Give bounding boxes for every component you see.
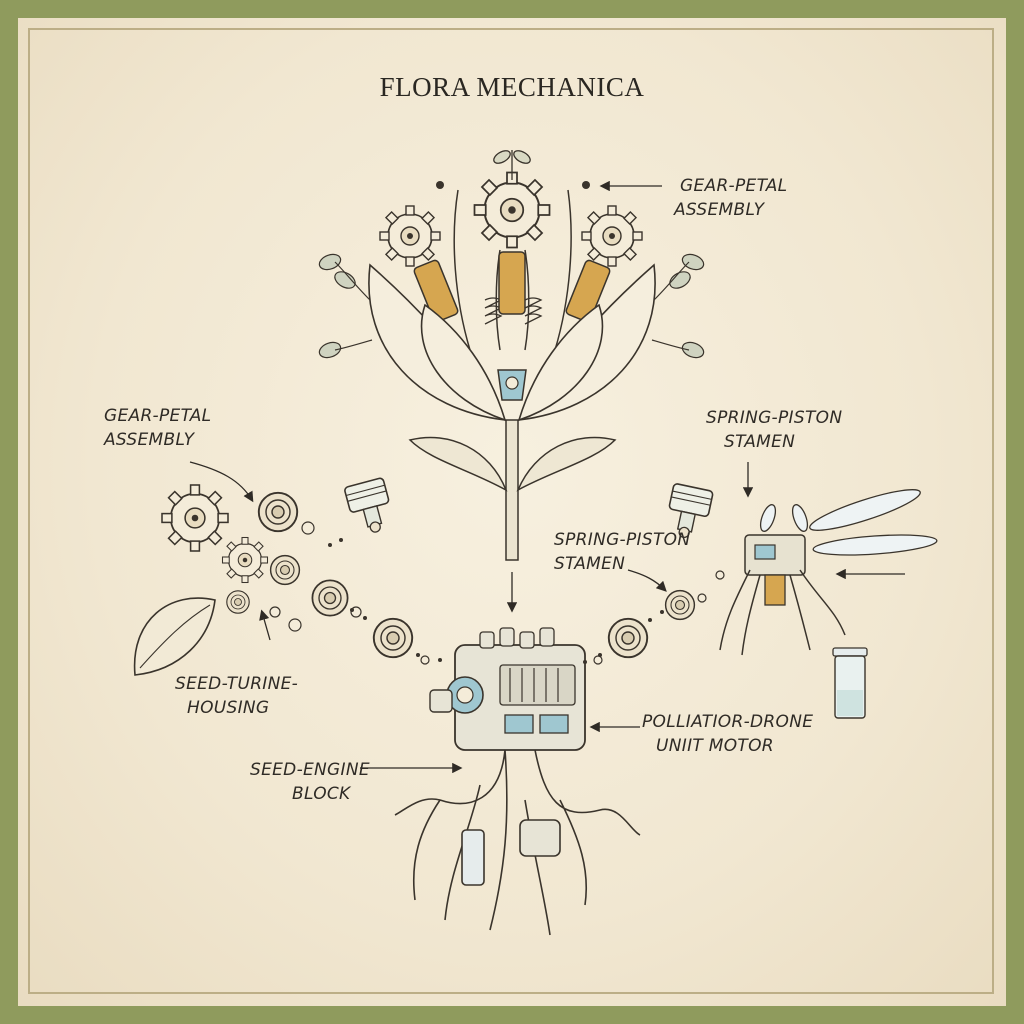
bearing-icon (372, 617, 414, 659)
label-line: SEED-TURINE- (175, 674, 299, 694)
leaf-icon (133, 597, 216, 676)
label-seed-engine-block: SEED-ENGINE BLOCK (250, 758, 370, 806)
drone-icon (719, 489, 938, 656)
inner-border (28, 28, 994, 994)
label-line: BLOCK (292, 784, 351, 804)
diagram-title: FLORA MECHANICA (379, 72, 645, 102)
gear-icon (379, 205, 441, 267)
label-line: SPRING-PISTON (554, 530, 691, 550)
gear-icon (473, 171, 551, 249)
bearing-icon (664, 589, 696, 621)
label-line: ASSEMBLY (674, 200, 765, 220)
label-line: UNIIT MOTOR (656, 736, 774, 756)
label-pollinator-drone-unit-motor: POLLIATIOR-DRONE UNIIT MOTOR (642, 710, 813, 758)
label-line: HOUSING (187, 698, 270, 718)
bearing-icon (269, 554, 301, 586)
label-line: ASSEMBLY (104, 430, 195, 450)
bearing-icon (607, 617, 649, 659)
label-line: SPRING-PISTON (706, 408, 843, 428)
label-line: GEAR-PETAL (680, 176, 788, 196)
label-line: GEAR-PETAL (104, 406, 212, 426)
bearing-icon (226, 590, 250, 614)
gear-icon (221, 536, 269, 584)
bearing-icon (257, 491, 299, 533)
gear-icon (581, 205, 643, 267)
flower-assembly (318, 150, 705, 561)
label-seed-turbine-housing: SEED-TURINE- HOUSING (175, 672, 298, 720)
label-spring-piston-stamen-center: SPRING-PISTON STAMEN (554, 528, 690, 576)
left-exploded-parts (133, 476, 430, 676)
label-gear-petal-assembly-left: GEAR-PETAL ASSEMBLY (104, 404, 211, 452)
piston-icon (343, 476, 397, 538)
label-gear-petal-assembly-top: GEAR-PETAL ASSEMBLY (674, 174, 788, 222)
label-line: POLLIATIOR-DRONE (642, 712, 814, 732)
label-spring-piston-stamen-right: SPRING-PISTON STAMEN (706, 406, 842, 454)
right-exploded-parts (593, 482, 938, 719)
jar-icon (832, 647, 868, 719)
label-line: STAMEN (724, 432, 796, 452)
gear-icon (161, 484, 229, 552)
root-icon (394, 749, 641, 936)
engine-icon (429, 627, 586, 751)
label-line: SEED-ENGINE (250, 760, 370, 780)
label-line: STAMEN (554, 554, 626, 574)
bearing-icon (311, 579, 349, 617)
